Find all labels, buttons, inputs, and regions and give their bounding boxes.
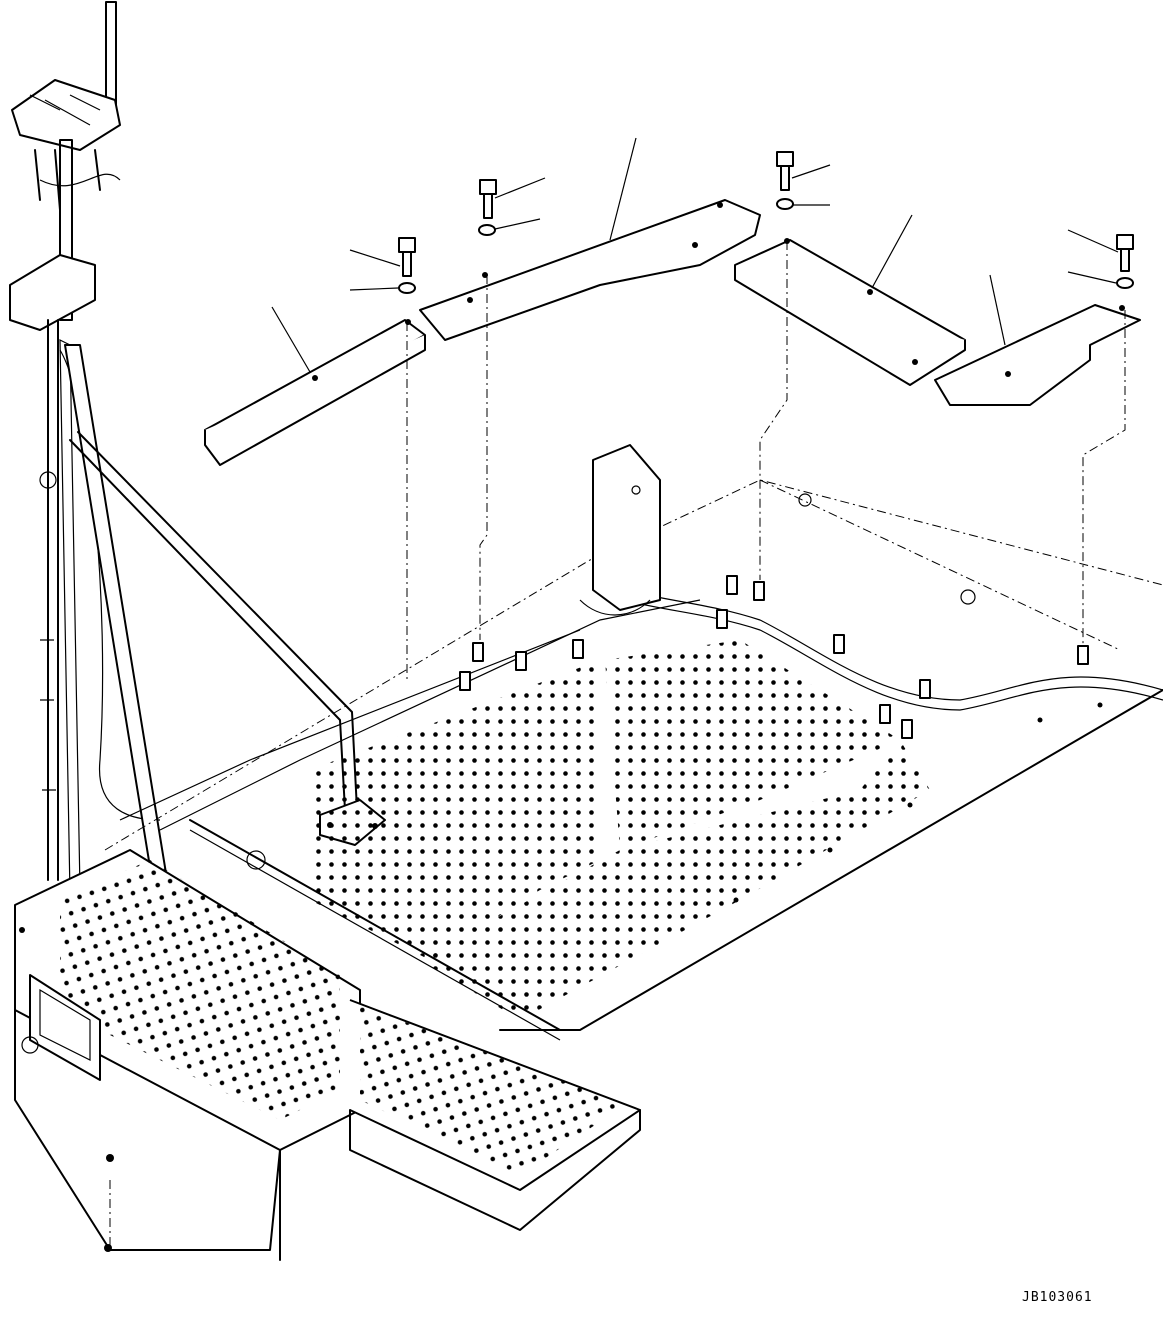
floor-studs (459, 575, 1089, 739)
bolt-3 (776, 151, 794, 210)
frame-holes (19, 493, 1103, 1252)
perforated-floor (310, 640, 930, 1020)
cover-plate-2 (419, 199, 761, 341)
bolt-1 (398, 237, 416, 294)
cover-plate-3 (734, 238, 966, 386)
left-console (14, 849, 641, 1261)
bolts (398, 151, 1134, 294)
cover-plate-4 (934, 304, 1141, 406)
alignment-lines (406, 241, 1126, 680)
center-bracket (579, 444, 661, 616)
cover-plate-1 (204, 319, 426, 466)
bolt-2 (478, 179, 497, 236)
leader-lines (271, 137, 1119, 373)
bolt-4 (1116, 234, 1134, 289)
drawing-code: JB103061 (1022, 1290, 1093, 1305)
